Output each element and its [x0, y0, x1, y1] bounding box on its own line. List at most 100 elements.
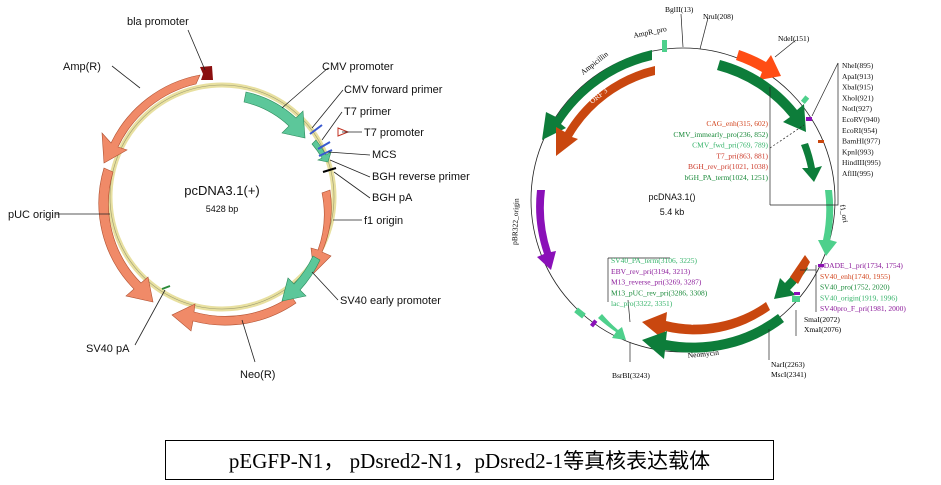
cmv-forward-primer-label: CMV forward primer	[344, 84, 443, 96]
mcs-site-7: BamHI(977)	[842, 137, 881, 146]
feature-list-right: pDADE_1_pri(1734, 1754) SV40_enh(1740, 19…	[820, 261, 906, 313]
amp-feature	[101, 74, 201, 164]
sv40-pa-label: SV40 pA	[86, 343, 130, 355]
feature-left-3: T7_pri(863, 881)	[716, 151, 768, 160]
puc-origin-label: pUC origin	[8, 209, 60, 221]
mcs-site-list: NheI(895) ApaI(913) XbaI(915)XhoI(921) NotI…	[842, 61, 881, 178]
feature-list-left: CAG_enh(315, 602) CMV_immearly_pro(236, 8…	[673, 119, 768, 182]
left-backbone-line	[109, 84, 335, 310]
cag-enh-feature	[736, 50, 781, 80]
mcs-site-5: EcoRV(940)	[842, 115, 880, 124]
bgh-reverse-primer-mark	[322, 167, 337, 173]
lac-pro-mark	[574, 307, 586, 319]
mcs-site-9: HindIII(995)	[842, 158, 881, 167]
mcs-site-6: EcoRI(954)	[842, 126, 878, 135]
mcs-site-3: XhoI(921)	[842, 93, 874, 102]
cmv-feature	[717, 60, 806, 132]
feature-list-bottom: SV40_PA_term(3106, 3225) EBV_rev_pri(3194…	[611, 256, 708, 308]
feature-bottom-4: lac_pro(3322, 3351)	[611, 299, 673, 308]
mcs-site-2: XbaI(915)	[842, 83, 874, 92]
orf2-feature	[642, 302, 770, 340]
sv40pro-f-mark	[794, 292, 800, 295]
f1-origin-label: f1 origin	[364, 215, 403, 227]
bgh-rev-mark	[818, 140, 824, 143]
left-plasmid-map: bla promoter Amp(R) CMV promoter CMV for…	[8, 16, 470, 381]
mcs-site-0: NheI(895)	[842, 61, 874, 70]
msci-label: MscI(2341)	[771, 370, 807, 379]
m13-mark	[589, 319, 598, 328]
sv40-early-feature	[281, 255, 321, 302]
feature-right-0: pDADE_1_pri(1734, 1754)	[820, 261, 903, 270]
t7-promoter-mark	[337, 127, 350, 137]
puc-origin-feature	[98, 167, 154, 303]
neo-label: Neo(R)	[240, 369, 275, 381]
feature-right-4: SV40pro_F_pri(1981, 2000)	[820, 304, 906, 313]
ndei-label: NdeI(151)	[778, 34, 810, 43]
feature-bottom-1: EBV_rev_pri(3194, 3213)	[611, 267, 691, 276]
orf3-feature	[556, 66, 655, 156]
neo-feature	[171, 295, 297, 332]
left-plasmid-size: 5428 bp	[206, 204, 239, 214]
cmv-fwd-mark	[800, 95, 810, 104]
mcs-site-4: NotI(927)	[842, 104, 872, 113]
feature-bottom-3: M13_pUC_rev_pri(3286, 3308)	[611, 288, 708, 297]
nari-label: NarI(2263)	[771, 360, 805, 369]
f1-ori-feature	[818, 190, 837, 256]
feature-right-2: SV40_pro(1752, 2020)	[820, 283, 890, 292]
mcs-site-1: ApaI(913)	[842, 72, 874, 81]
puc-ori-feature	[536, 190, 556, 270]
feature-right-1: SV40_enh(1740, 1955)	[820, 272, 891, 281]
orf2-label: ORF 2	[689, 315, 711, 327]
ampicillin-feature	[542, 50, 652, 140]
sv40-pa-mark	[161, 285, 171, 290]
ampr-pro-label: AmpR_pro	[633, 24, 668, 40]
mcs-mark	[318, 149, 333, 157]
neomycin-label: Neomycin	[687, 348, 719, 360]
mcs-site-10: AflII(995)	[842, 169, 874, 178]
sv40-early-label: SV40 early promoter	[340, 295, 441, 307]
feature-left-1: CMV_immearly_pro(236, 852)	[673, 130, 768, 139]
sv40-pa-term-feature	[598, 314, 626, 340]
sv40-origin-mark	[792, 296, 800, 302]
mcs-label: MCS	[372, 149, 396, 161]
right-plasmid-map: BglII(13) NruI(208) NdeI(151) AmpR_pro A…	[510, 5, 906, 380]
feature-right-3: SV40_origin(1919, 1996)	[820, 293, 898, 302]
bgh-feature	[801, 143, 822, 182]
smai-label: SmaI(2072)	[804, 315, 840, 324]
pdade-mark	[818, 264, 824, 267]
caption-text: pEGFP-N1， pDsred2-N1，pDsred2-1等真核表达载体	[228, 449, 711, 473]
bgh-reverse-primer-label: BGH reverse primer	[372, 171, 470, 183]
right-leader-lines	[607, 13, 839, 362]
feature-left-0: CAG_enh(315, 602)	[706, 119, 768, 128]
bsrbi-label: BsrBI(3243)	[612, 371, 650, 380]
bla-promoter-feature	[200, 66, 213, 80]
mcs-site-8: KpnI(993)	[842, 147, 874, 156]
feature-left-4: BGH_rev_pri(1021, 1038)	[688, 162, 768, 171]
left-plasmid-name: pcDNA3.1(+)	[184, 183, 260, 198]
amp-label: Amp(R)	[63, 61, 101, 73]
feature-bottom-0: SV40_PA_term(3106, 3225)	[611, 256, 697, 265]
t7-mark	[806, 117, 812, 121]
bgh-pa-label: BGH pA	[372, 192, 413, 204]
right-plasmid-size: 5.4 kb	[660, 207, 685, 217]
ampr-pro-mark	[662, 40, 667, 52]
t7-promoter-label: T7 promoter	[364, 127, 424, 139]
t7-primer-label: T7 primer	[344, 106, 391, 118]
caption-box: pEGFP-N1， pDsred2-N1，pDsred2-1等真核表达载体	[165, 440, 774, 480]
xmai-label: XmaI(2076)	[804, 325, 842, 334]
puc-ori-arc-label: pBR322_origin	[510, 198, 521, 245]
bla-promoter-label: bla promoter	[127, 16, 189, 28]
neomycin-feature	[642, 314, 784, 359]
left-leader-lines	[56, 29, 371, 363]
feature-left-5: bGH_PA_term(1024, 1251)	[685, 173, 769, 182]
nrui-label: NruI(208)	[703, 12, 734, 21]
cmv-promoter-label: CMV promoter	[322, 61, 394, 73]
cmv-forward-primer-mark	[309, 124, 323, 135]
sv40-enh-feature	[790, 255, 810, 284]
f1-origin-feature	[310, 189, 332, 274]
t7-primer-mark	[317, 141, 331, 150]
right-plasmid-name: pcDNA3.1()	[648, 192, 695, 202]
bglii-label: BglII(13)	[665, 5, 694, 14]
